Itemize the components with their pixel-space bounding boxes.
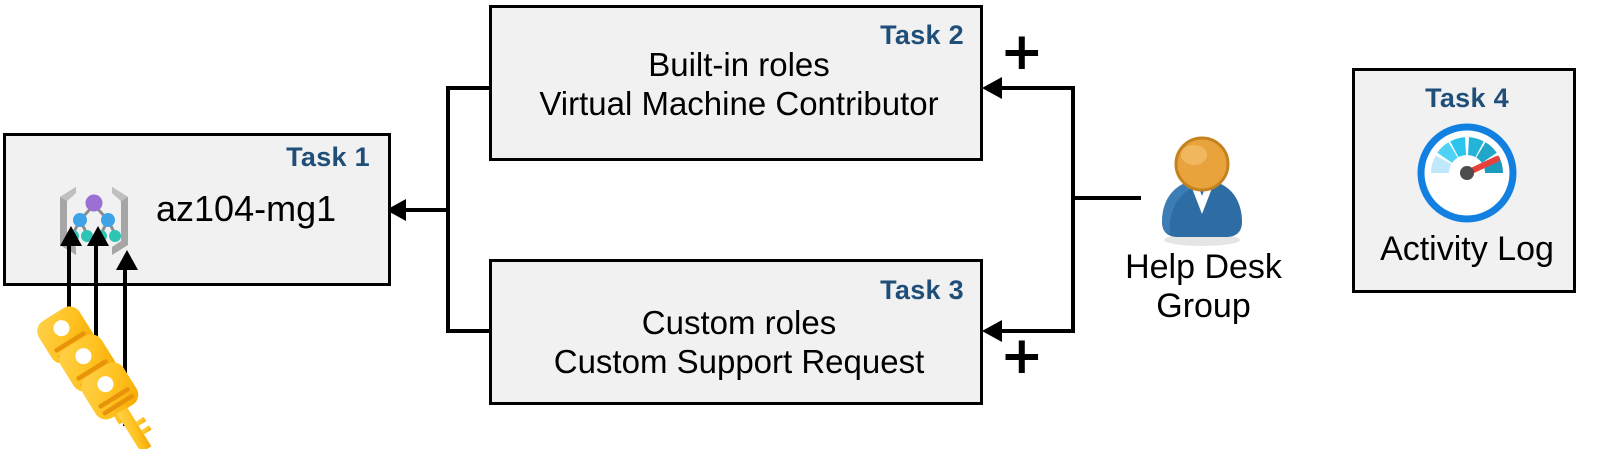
task-1-label: Task 1 bbox=[286, 142, 370, 172]
keys-icon bbox=[37, 306, 152, 449]
key-arrow-shaft-2 bbox=[94, 244, 98, 392]
arrowhead-to-task2 bbox=[982, 77, 1002, 99]
connector-task3-branch bbox=[446, 329, 491, 333]
task-3-line1: Custom roles bbox=[641, 304, 837, 341]
arrowhead-to-task3 bbox=[982, 320, 1002, 342]
connector-task2-branch bbox=[446, 86, 491, 90]
task-box-1[interactable]: Task 1 az104-mg1 bbox=[3, 133, 391, 286]
help-desk-caption-line1: Help Desk bbox=[1125, 248, 1282, 286]
connector-user-to-task2 bbox=[1000, 86, 1075, 90]
plus-operator-bottom: + bbox=[1000, 326, 1044, 386]
task-2-content: Built-in roles Virtual Machine Contribut… bbox=[492, 46, 986, 124]
key-arrowhead-1 bbox=[60, 226, 82, 246]
key-arrowhead-2 bbox=[87, 226, 109, 246]
task-box-4[interactable]: Task 4 Activity Log bbox=[1352, 68, 1576, 293]
user-group-icon bbox=[1162, 136, 1242, 246]
task-2-line2: Virtual Machine Contributor bbox=[539, 84, 939, 122]
arrowhead-to-task1 bbox=[386, 199, 406, 221]
plus-operator-top: + bbox=[1000, 22, 1044, 82]
connector-user-stub bbox=[1071, 196, 1141, 200]
task-2-line1: Built-in roles bbox=[648, 46, 830, 83]
task-box-3[interactable]: Task 3 Custom roles Custom Support Reque… bbox=[489, 259, 983, 405]
task-1-resource-name: az104-mg1 bbox=[156, 188, 337, 229]
key-arrow-shaft-3 bbox=[123, 268, 127, 426]
key-arrowhead-3 bbox=[116, 250, 138, 270]
gauge-icon bbox=[1417, 123, 1517, 223]
task-3-label: Task 3 bbox=[880, 275, 964, 305]
task-4-resource-name: Activity Log bbox=[1380, 230, 1554, 268]
task-2-label: Task 2 bbox=[880, 20, 964, 50]
connector-to-task1 bbox=[404, 208, 450, 212]
help-desk-group-caption: Help Desk Group bbox=[1116, 248, 1291, 327]
task-3-line2: Custom Support Request bbox=[553, 342, 925, 380]
key-arrow-shaft-1 bbox=[67, 244, 71, 356]
task-3-content: Custom roles Custom Support Request bbox=[492, 304, 986, 382]
connector-user-to-task3 bbox=[1000, 329, 1075, 333]
task-4-label: Task 4 bbox=[1425, 83, 1509, 113]
help-desk-caption-line2: Group bbox=[1156, 287, 1251, 326]
help-desk-group[interactable]: Help Desk Group bbox=[1125, 136, 1282, 325]
task-box-2[interactable]: Task 2 Built-in roles Virtual Machine Co… bbox=[489, 5, 983, 161]
connector-vertical-right bbox=[1071, 86, 1075, 333]
